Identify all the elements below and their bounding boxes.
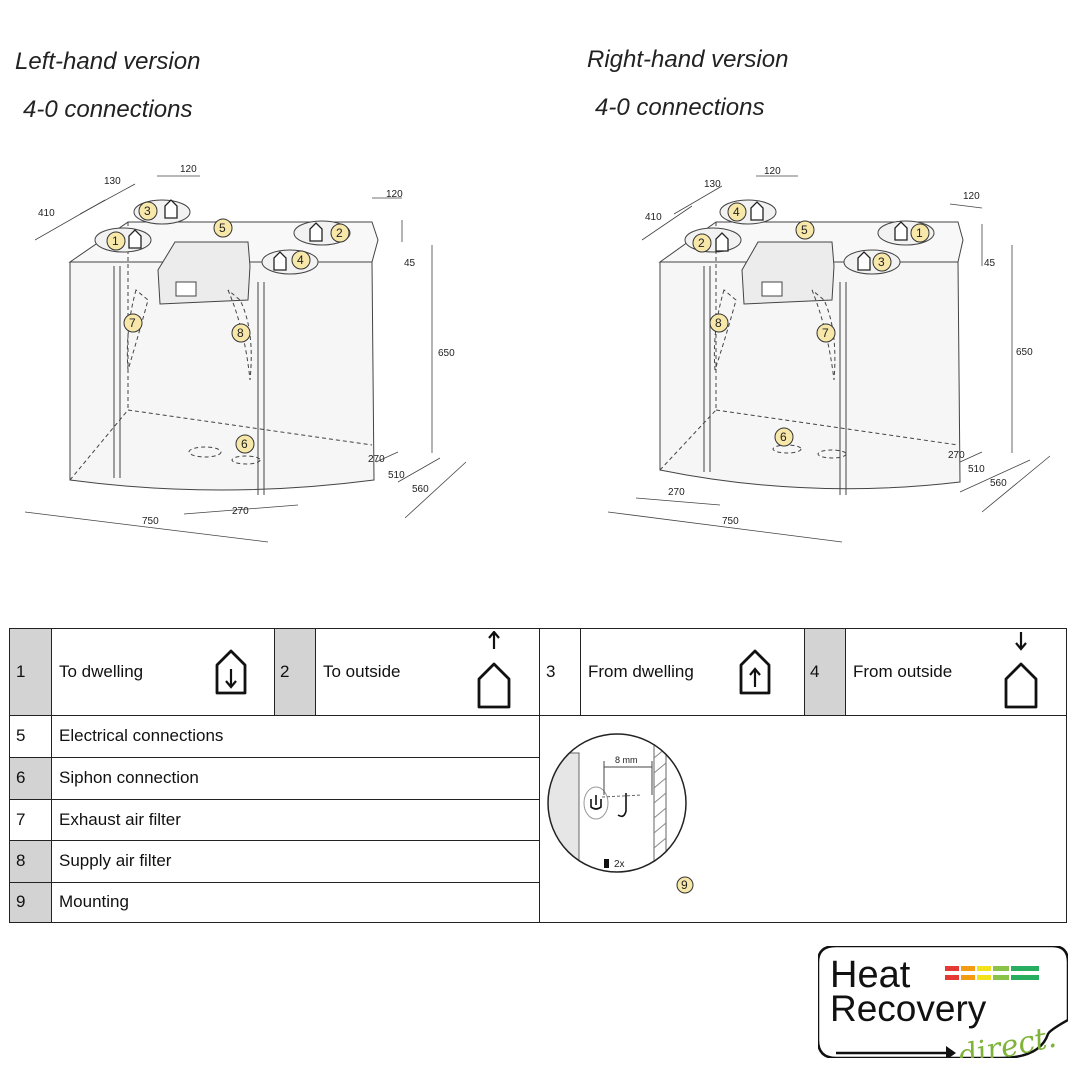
marker-3: 3 (144, 204, 151, 218)
right-version-subtitle: 4-0 connections (595, 94, 765, 121)
house-arrow-up-icon (739, 649, 771, 695)
heat-recovery-direct-logo: Heat Recovery direct. (816, 944, 1070, 1074)
marker-5: 5 (801, 223, 808, 237)
marker-2: 2 (336, 226, 343, 240)
dim-130: 130 (104, 176, 121, 187)
legend-num-8: 8 (10, 840, 51, 882)
marker-7: 7 (129, 316, 136, 330)
dim-750: 750 (142, 516, 159, 527)
legend-num-1: 1 (10, 629, 51, 715)
marker-3: 3 (878, 255, 885, 269)
legend-label-siphon: Siphon connection (59, 768, 199, 787)
marker-7: 7 (822, 326, 829, 340)
legend-num-4: 4 (804, 629, 845, 715)
marker-6: 6 (241, 437, 248, 451)
marker-1: 1 (112, 234, 119, 248)
right-version-title: Right-hand version (587, 46, 789, 73)
left-version-title: Left-hand version (15, 48, 201, 75)
dim-120-side: 120 (963, 191, 980, 202)
legend-label-to-dwelling: To dwelling (59, 662, 144, 681)
marker-6: 6 (780, 430, 787, 444)
house-arrow-down-in-icon (750, 201, 764, 221)
legend-num-5: 5 (10, 715, 51, 757)
dim-510: 510 (388, 470, 405, 481)
house-arrow-up-out-icon (309, 222, 323, 242)
mounting-detail-diagram: 8 mm 2x 9 (547, 733, 694, 894)
house-arrow-down-icon (894, 221, 908, 241)
legend-label-exhaust-filter: Exhaust air filter (59, 809, 181, 829)
dim-560: 560 (990, 478, 1007, 489)
legend-num-6: 6 (10, 757, 51, 799)
mounting-qty-label: 2x (614, 859, 625, 870)
marker-2: 2 (698, 236, 705, 250)
marker-8: 8 (237, 326, 244, 340)
legend-num-2: 2 (274, 629, 315, 715)
house-arrow-up-icon (857, 251, 871, 271)
dim-410: 410 (645, 212, 662, 223)
house-arrow-up-out-icon (715, 232, 729, 252)
dim-270-depth: 270 (948, 450, 965, 461)
dim-270-width: 270 (668, 487, 685, 498)
logo-word-recovery: Recovery (830, 988, 987, 1029)
marker-4: 4 (297, 253, 304, 267)
legend-label-mounting: Mounting (59, 892, 129, 911)
dim-130: 130 (704, 179, 721, 190)
dim-650: 650 (1016, 347, 1033, 358)
dim-120-side: 120 (386, 189, 403, 200)
legend-label-from-dwelling: From dwelling (588, 662, 694, 681)
marker-4: 4 (733, 205, 740, 219)
house-arrow-down-icon (215, 649, 247, 695)
marker-1: 1 (916, 226, 923, 240)
dim-45: 45 (404, 258, 416, 269)
left-version-subtitle: 4-0 connections (23, 96, 193, 123)
house-arrow-up-out-icon (477, 631, 511, 709)
legend-num-3: 3 (539, 629, 580, 715)
house-arrow-down-icon (128, 229, 142, 249)
left-hand-unit-drawing: 120 130 410 120 45 650 270 510 560 750 2… (24, 164, 467, 543)
house-arrow-down-in-icon (273, 251, 287, 271)
house-arrow-down-in-icon (1004, 632, 1038, 709)
dim-650: 650 (438, 348, 455, 359)
legend-num-7: 7 (10, 799, 51, 840)
legend-label-supply-filter: Supply air filter (59, 851, 172, 870)
dim-270-depth: 270 (368, 454, 385, 465)
dim-750: 750 (722, 516, 739, 527)
dim-410: 410 (38, 208, 55, 219)
dim-120-spigot: 120 (764, 166, 781, 177)
dim-510: 510 (968, 464, 985, 475)
dim-45: 45 (984, 258, 996, 269)
marker-5: 5 (219, 221, 226, 235)
legend-label-from-outside: From outside (853, 662, 953, 681)
dim-560: 560 (412, 484, 429, 495)
marker-9: 9 (681, 878, 688, 892)
legend-num-9: 9 (10, 882, 51, 922)
house-arrow-up-icon (164, 199, 178, 219)
marker-8: 8 (715, 316, 722, 330)
dim-270-width: 270 (232, 506, 249, 517)
legend-label-to-outside: To outside (323, 662, 401, 681)
mounting-gap-label: 8 mm (615, 755, 638, 765)
dim-120-spigot: 120 (180, 164, 197, 175)
right-hand-unit-drawing: 120 130 410 120 45 650 270 510 560 750 2… (607, 166, 1051, 543)
logo-word-heat: Heat (830, 954, 911, 996)
legend-label-electrical: Electrical connections (59, 726, 224, 745)
legend-table: 1 To dwelling 2 To outside 3 From dwelli… (9, 628, 1067, 923)
